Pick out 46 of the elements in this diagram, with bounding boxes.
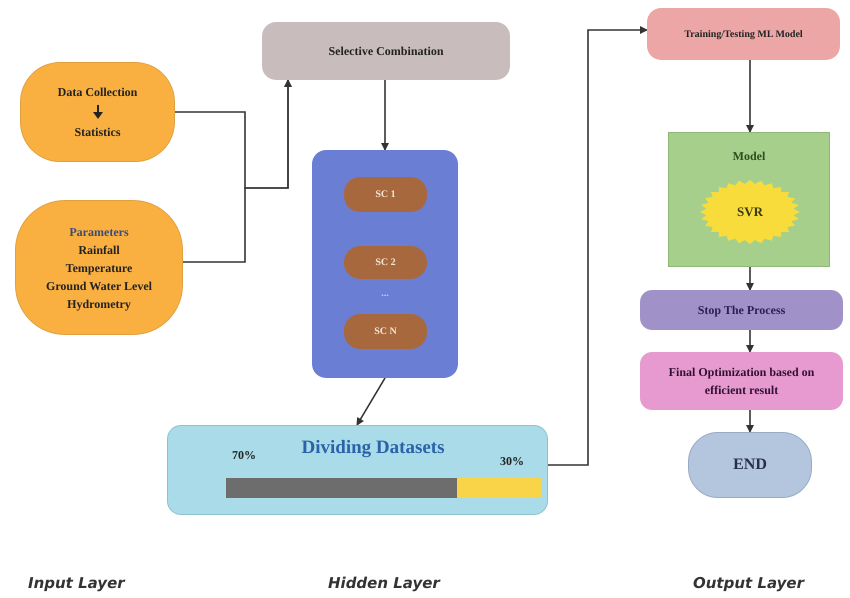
percent-text: 70% bbox=[232, 447, 256, 464]
layer-label: Hidden Layer bbox=[328, 573, 442, 594]
node-text: Rainfall bbox=[78, 242, 120, 258]
rounded-box bbox=[20, 62, 175, 162]
layer-label: Input Layer bbox=[28, 573, 126, 594]
starburst-shape bbox=[700, 180, 800, 244]
node-text: END bbox=[733, 455, 767, 475]
ellipsis-text: ... bbox=[380, 287, 390, 301]
node-text: Statistics bbox=[74, 124, 120, 141]
rounded-box bbox=[15, 200, 183, 335]
node-text: Data Collection bbox=[58, 84, 138, 101]
arrow bbox=[746, 267, 754, 291]
node-text: SC N bbox=[374, 325, 397, 339]
layer-label: Output Layer bbox=[693, 573, 806, 594]
node-text: SC 1 bbox=[375, 188, 396, 202]
percent-text: 30% bbox=[500, 453, 524, 470]
node-text: Stop The Process bbox=[698, 302, 786, 319]
arrow bbox=[746, 60, 754, 133]
node-text: Ground Water Level bbox=[46, 278, 152, 294]
node-heading: Parameters bbox=[69, 224, 129, 240]
terminal-box bbox=[688, 432, 812, 498]
node-text: SC 2 bbox=[375, 256, 396, 270]
process-box bbox=[640, 352, 843, 410]
node-text: Training/Testing ML Model bbox=[684, 28, 803, 42]
rounded-box bbox=[344, 177, 427, 212]
arrow bbox=[548, 26, 648, 466]
arrow bbox=[746, 410, 754, 433]
arrow bbox=[746, 330, 754, 353]
dataset-panel bbox=[167, 425, 548, 515]
model-box bbox=[668, 132, 830, 267]
container-box bbox=[312, 150, 458, 378]
arrow bbox=[381, 80, 389, 151]
process-box bbox=[647, 8, 840, 60]
arrow bbox=[356, 378, 386, 426]
process-box bbox=[262, 22, 510, 80]
node-text: Hydrometry bbox=[67, 296, 131, 312]
node-text: Temperature bbox=[66, 260, 132, 276]
node-text: Final Optimization based on efficient result bbox=[668, 364, 816, 399]
process-box bbox=[640, 290, 843, 330]
node-heading: Model bbox=[732, 148, 766, 165]
panel-title: Dividing Datasets bbox=[300, 436, 446, 460]
arrow bbox=[183, 79, 292, 263]
node-text: Selective Combination bbox=[328, 43, 444, 60]
rounded-box bbox=[344, 246, 427, 279]
node-text: SVR bbox=[736, 203, 763, 222]
rounded-box bbox=[344, 314, 427, 349]
